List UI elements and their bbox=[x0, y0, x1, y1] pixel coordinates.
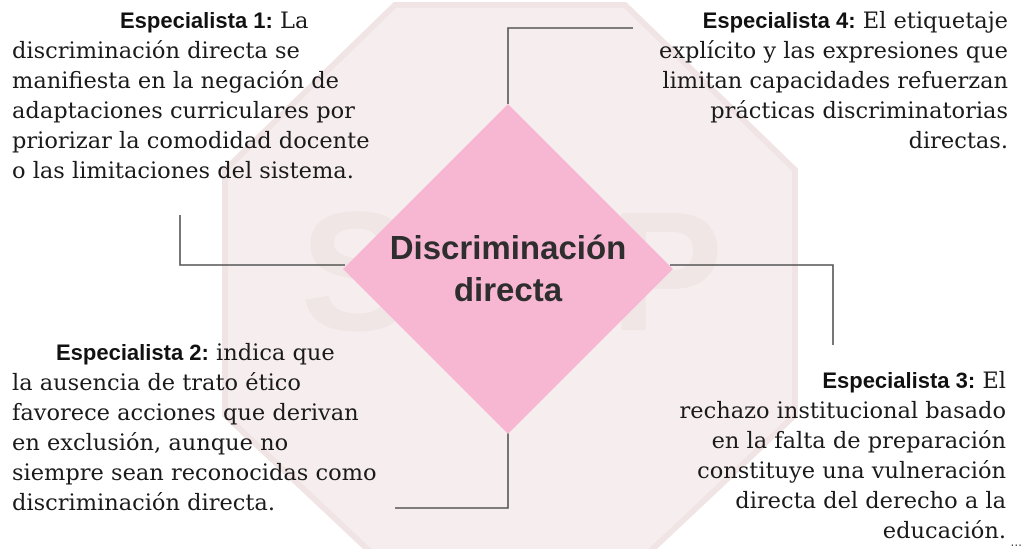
connector-s3 bbox=[670, 264, 834, 345]
specialist-4-line-0: El etiquetaje bbox=[862, 8, 1008, 34]
specialist-2-line-2: favorece acciones que derivan bbox=[12, 400, 359, 426]
truncation-ellipsis: ... bbox=[1010, 535, 1022, 549]
center-title: Discriminación directa bbox=[343, 227, 673, 311]
connector-s4 bbox=[507, 27, 633, 104]
specialist-2-line-4: siempre sean reconocidas como bbox=[12, 460, 377, 486]
specialist-3-line-3: constituye una vulneración bbox=[697, 458, 1006, 484]
specialist-2-line-1: la ausencia de trato ético bbox=[12, 370, 301, 396]
specialist-4-line-1: explícito y las expresiones que bbox=[659, 38, 1008, 64]
specialist-1-line-0: La bbox=[280, 8, 309, 34]
specialist-4-line-2: limitan capacidades refuerzan bbox=[662, 68, 1008, 94]
specialist-1-line-4: priorizar la comodidad docente bbox=[12, 128, 370, 154]
specialist-3-line-2: en la falta de preparación bbox=[711, 428, 1006, 454]
specialist-1-label: Especialista 1: bbox=[120, 8, 273, 33]
center-title-line1: Discriminación bbox=[389, 229, 627, 266]
specialist-1-first-line: Especialista 1: La bbox=[12, 6, 370, 36]
specialist-1-line-3: adaptaciones curriculares por bbox=[12, 98, 355, 124]
specialist-2-first-line: Especialista 2: indica que bbox=[12, 338, 377, 368]
specialist-3-line-4: directa del derecho a la bbox=[735, 488, 1006, 514]
specialist-4-text: Especialista 4: El etiquetaje explícito … bbox=[659, 6, 1008, 156]
specialist-3-first-line: Especialista 3: El bbox=[680, 366, 1006, 396]
specialist-4-line-4: directas. bbox=[908, 128, 1008, 154]
specialist-2-label: Especialista 2: bbox=[56, 340, 209, 365]
specialist-1-line-1: discriminación directa se bbox=[12, 38, 300, 64]
specialist-3-label: Especialista 3: bbox=[822, 368, 976, 393]
specialist-3-text: Especialista 3: El rechazo institucional… bbox=[680, 366, 1006, 546]
center-diamond bbox=[343, 104, 673, 434]
specialist-2-line-0: indica que bbox=[216, 340, 335, 366]
specialist-4-label: Especialista 4: bbox=[702, 8, 856, 33]
specialist-4-line-3: prácticas discriminatorias bbox=[710, 98, 1008, 124]
specialist-1-line-2: manifiesta en la negación de bbox=[12, 68, 339, 94]
specialist-2-text: Especialista 2: indica que la ausencia d… bbox=[12, 338, 377, 518]
specialist-3-line-5: educación. bbox=[882, 518, 1006, 544]
connector-s1 bbox=[179, 215, 345, 266]
connector-s2 bbox=[395, 432, 509, 509]
specialist-1-line-5: o las limitaciones del sistema. bbox=[12, 158, 354, 184]
specialist-4-first-line: Especialista 4: El etiquetaje bbox=[659, 6, 1008, 36]
specialist-2-line-3: en exclusión, aunque no bbox=[12, 430, 289, 456]
specialist-3-line-0: El bbox=[982, 368, 1006, 394]
center-title-line2: directa bbox=[453, 271, 563, 308]
specialist-1-text: Especialista 1: La discriminación direct… bbox=[12, 6, 370, 186]
specialist-2-line-5: discriminación directa. bbox=[12, 490, 276, 516]
specialist-3-line-1: rechazo institucional basado bbox=[679, 398, 1006, 424]
